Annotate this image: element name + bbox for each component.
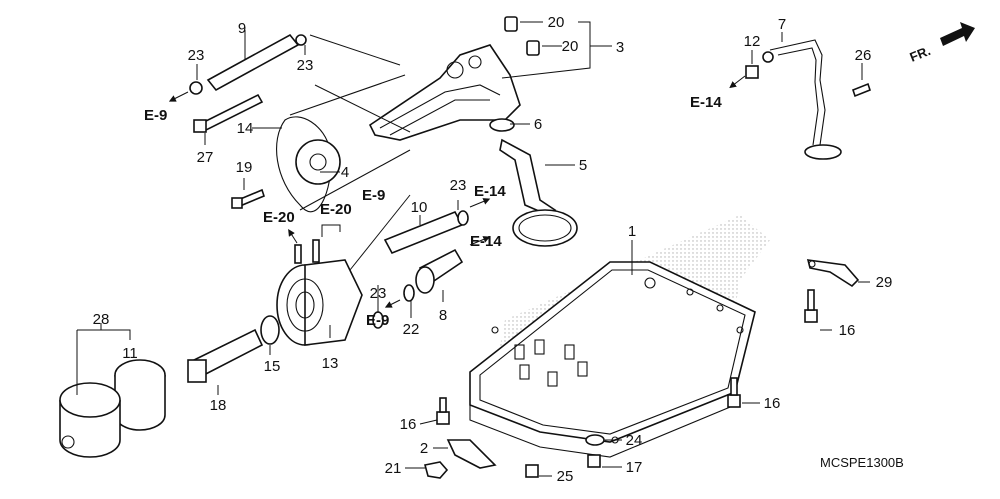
callout-20-top: 20 bbox=[548, 14, 565, 31]
leader-lines bbox=[76, 21, 870, 477]
ref-e9-low: E-9 bbox=[366, 312, 389, 329]
callout-3: 3 bbox=[616, 39, 624, 56]
oil-filter-assembly bbox=[59, 328, 264, 458]
ref-e14-low: E-14 bbox=[690, 94, 722, 111]
oil-dipstick bbox=[745, 39, 871, 160]
callout-20-lower: 20 bbox=[562, 38, 579, 55]
oil-strainer bbox=[489, 118, 578, 247]
callout-1: 1 bbox=[628, 223, 636, 240]
callout-26: 26 bbox=[855, 47, 872, 64]
reference-arrows bbox=[168, 75, 746, 308]
pan-hardware bbox=[424, 259, 860, 479]
callout-5: 5 bbox=[579, 157, 587, 174]
callout-18: 18 bbox=[210, 397, 227, 414]
callout-13: 13 bbox=[322, 355, 339, 372]
callout-17: 17 bbox=[626, 459, 643, 476]
oil-pump bbox=[368, 16, 540, 141]
callout-29: 29 bbox=[876, 274, 893, 291]
callout-23-upper-left: 23 bbox=[188, 47, 205, 64]
ref-e14-mid: E-14 bbox=[470, 233, 502, 250]
ref-e20-b: E-20 bbox=[320, 201, 352, 218]
callout-16-lower-right: 16 bbox=[764, 395, 781, 412]
front-direction-label: FR. bbox=[908, 43, 933, 65]
callout-16-right: 16 bbox=[839, 322, 856, 339]
drive-chain-and-sprocket bbox=[276, 74, 411, 213]
section-references: E-9 E-9 E-9 E-14 E-14 E-14 E-20 E-20 bbox=[144, 94, 722, 329]
callout-21: 21 bbox=[385, 460, 402, 477]
callout-23-upper: 23 bbox=[297, 57, 314, 74]
ref-e9-mid: E-9 bbox=[362, 187, 385, 204]
callout-23-lower: 23 bbox=[370, 285, 387, 302]
upper-shafts bbox=[189, 33, 307, 209]
part-number-callouts: 1 2 3 4 5 6 7 8 9 10 11 12 13 14 15 16 1… bbox=[93, 14, 893, 485]
front-direction-indicator: FR. bbox=[908, 22, 975, 65]
callout-16-left: 16 bbox=[400, 416, 417, 433]
callout-14: 14 bbox=[237, 120, 254, 137]
callout-10: 10 bbox=[411, 199, 428, 216]
ref-e9-top: E-9 bbox=[144, 107, 167, 124]
diagram-code: MCSPE1300B bbox=[820, 455, 904, 470]
oil-cooler-assembly bbox=[260, 210, 469, 346]
callout-19: 19 bbox=[236, 159, 253, 176]
callout-8: 8 bbox=[439, 307, 447, 324]
callout-12: 12 bbox=[744, 33, 761, 50]
callout-4: 4 bbox=[341, 164, 349, 181]
callout-6: 6 bbox=[534, 116, 542, 133]
ref-e20-a: E-20 bbox=[263, 209, 295, 226]
callout-11: 11 bbox=[122, 345, 138, 362]
callout-28: 28 bbox=[93, 311, 110, 328]
oil-pan bbox=[469, 261, 756, 458]
ref-e14-top: E-14 bbox=[474, 183, 506, 200]
callout-27: 27 bbox=[197, 149, 214, 166]
callout-9: 9 bbox=[238, 20, 246, 37]
callout-15: 15 bbox=[264, 358, 281, 375]
callout-23-right: 23 bbox=[450, 177, 467, 194]
callout-24: 24 bbox=[626, 432, 643, 449]
callout-25: 25 bbox=[557, 468, 574, 485]
callout-2: 2 bbox=[420, 440, 428, 457]
callout-22: 22 bbox=[403, 321, 420, 338]
callout-7: 7 bbox=[778, 16, 786, 33]
